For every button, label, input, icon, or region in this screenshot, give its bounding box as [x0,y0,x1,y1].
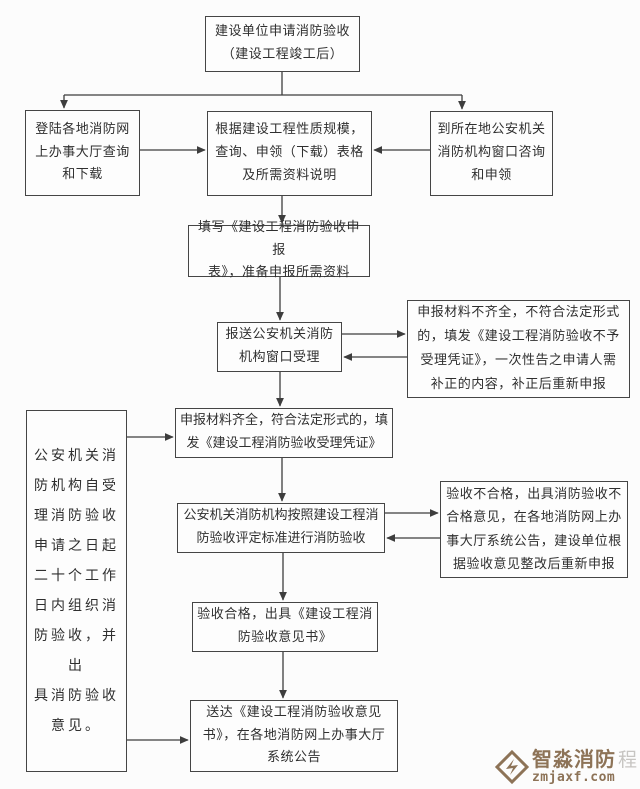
node-check-failed: 验收不合格，出具消防验收不 合格意见，在各地消防网上办 事大厅系统公告，建设单位… [440,481,628,578]
node-submit-to-counter: 报送公安机关消防 机构窗口受理 [217,322,342,372]
node-apply-acceptance: 建设单位申请消防验收 （建设工程竣工后） [205,16,360,72]
node-online-hall-download: 登陆各地消防网 上办事大厅查询 和下载 [25,110,140,196]
watermark-ghost-char: 程 [617,749,638,772]
node-deliver-opinion: 送达《建设工程消防验收意见 书》，在各地消防网上办事大厅 系统公告 [190,700,398,772]
watermark-domain-text: zmjaxf.com [531,770,616,786]
node-query-forms: 根据建设工程性质规模， 查询、申领（下载）表格 及所需资料说明 [207,111,372,196]
node-materials-incomplete: 申报材料不齐全，不符合法定形式 的，填发《建设工程消防验收不予 受理凭证》，一次… [407,300,630,398]
node-fill-declaration-form: 填写《建设工程消防验收申报 表》，准备申报所需资料 [188,220,370,280]
watermark-brand-label: 智淼消防 [531,747,616,772]
node-check-passed: 验收合格，出具《建设工程消 防验收意见书》 [192,602,378,652]
node-counter-consult: 到所在地公安机关 消防机构窗口咨询 和申领 [430,111,553,196]
watermark: 智淼消防程 zmjaxf.com [492,747,638,787]
watermark-brand-text: 智淼消防程 [532,749,638,771]
node-materials-complete: 申报材料齐全，符合法定形式的，填 发《建设工程消防验收受理凭证》 [175,408,393,458]
zhimiao-logo-icon [494,749,530,785]
node-twenty-day-period-note: 公安机关消 防机构自受 理消防验收 申请之日起 二十个工作 日内组织消 防验收，… [26,410,127,772]
node-conduct-acceptance-check: 公安机关消防机构按照建设工程消 防验收评定标准进行消防验收 [177,503,385,553]
